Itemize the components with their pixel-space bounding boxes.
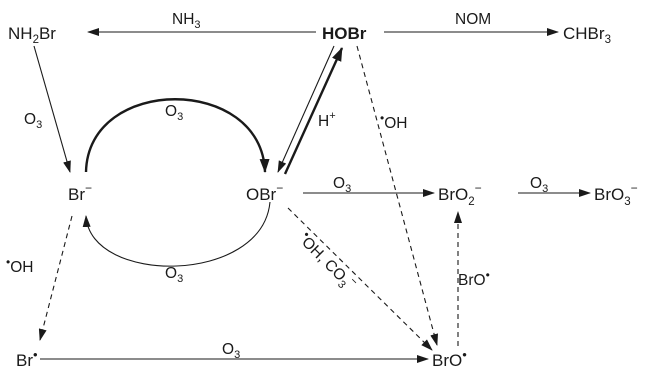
hobr-node: HOBr	[322, 24, 367, 43]
label-o3-obr-bro2: O3	[333, 175, 351, 195]
bromine-radical-node: Br•	[16, 347, 38, 370]
bromide-node: Br−	[68, 181, 92, 204]
arrow-br-to-obr-ozone	[84, 98, 270, 173]
label-oh-co3: •OH, CO3−	[293, 228, 361, 296]
arrow-br-to-br-radical	[38, 215, 73, 341]
label-o3-bro2-bro3: O3	[530, 175, 548, 195]
label-bro-radical-up: BrO•	[458, 268, 490, 289]
arrow-obr-to-br-ozone	[82, 201, 271, 267]
label-h-plus: H+	[318, 110, 336, 130]
label-nom: NOM	[455, 11, 491, 28]
chbr3-node: CHBr3	[563, 24, 611, 46]
arrow-obr-to-bro-radical	[287, 207, 433, 351]
bromate-node: BrO3−	[594, 181, 638, 208]
bromite-node: BrO2−	[438, 181, 482, 208]
bromine-oxide-radical-node: BrO•	[432, 347, 467, 370]
arrow-nh2br-to-br	[33, 45, 71, 173]
label-o3-nh2br-br: O3	[24, 111, 42, 131]
label-o3-arc-bottom: O3	[165, 265, 183, 285]
arrow-obr-to-hobr	[283, 47, 344, 175]
arrow-hobr-to-obr	[277, 45, 335, 173]
label-oh-hobr: •OH	[380, 111, 407, 132]
label-o3-bottom: O3	[222, 341, 240, 361]
label-oh-left: •OH	[6, 255, 33, 276]
nh2br-node: NH2Br	[8, 24, 56, 46]
arrow-hobr-to-bro-radical	[356, 45, 439, 346]
label-o3-arc-top: O3	[165, 103, 183, 123]
label-nh3: NH3	[172, 11, 201, 31]
hypobromite-node: OBr−	[246, 181, 283, 204]
